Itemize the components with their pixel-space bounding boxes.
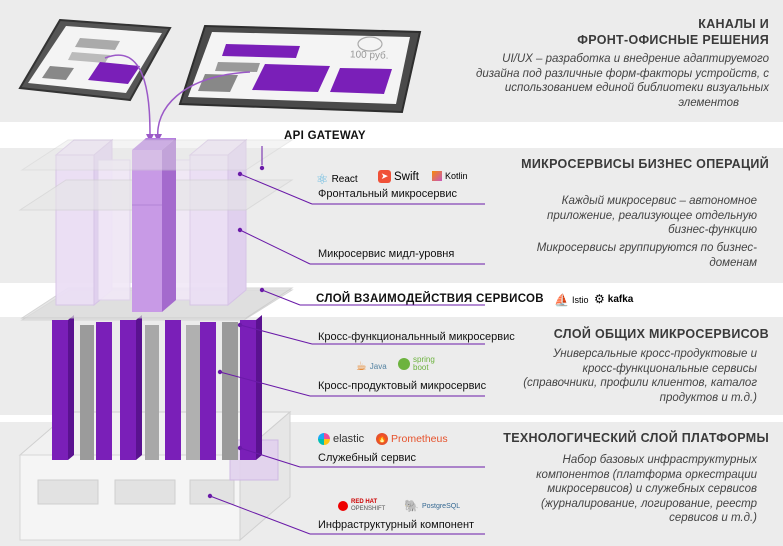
infra-component-label: Инфраструктурный компонент <box>318 519 475 531</box>
swift-icon: ➤ <box>378 170 391 183</box>
channels-description: UI/UX – разработка и внедрение адаптируе… <box>476 53 769 109</box>
spring-icon <box>398 358 410 370</box>
common-bars <box>52 315 262 460</box>
platform-title: ТЕХНОЛОГИЧЕСКИЙ СЛОЙ ПЛАТФОРМЫ <box>503 431 769 445</box>
react-logo: ⚛ React <box>316 171 358 187</box>
top-plane <box>20 139 294 171</box>
swift-logo: ➤ Swift <box>378 170 419 183</box>
react-icon: ⚛ <box>316 171 329 187</box>
prometheus-logo: 🔥 Prometheus <box>376 433 448 445</box>
tablet-arrow <box>157 71 251 139</box>
kotlin-logo: Kotlin <box>432 171 468 181</box>
leader-dots <box>207 165 265 499</box>
postgres-elephant-icon: 🐘 <box>404 499 419 513</box>
tablet-price: 100 руб. <box>349 49 389 62</box>
api-gateway-label: API GATEWAY <box>284 130 366 142</box>
cross-product-label: Кросс-продуктовый микросервис <box>318 380 487 392</box>
java-icon: ☕ <box>356 359 367 373</box>
business-title: МИКРОСЕРВИСЫ БИЗНЕС ОПЕРАЦИЙ <box>521 157 769 171</box>
kafka-icon: ⚙ <box>594 292 605 306</box>
java-logo: ☕ Java <box>356 359 387 373</box>
frontend-microservice-label: Фронтальный микросервис <box>318 188 458 200</box>
postgres-logo: 🐘 PostgreSQL <box>404 499 461 513</box>
leader-lines <box>209 146 485 535</box>
api-gateway-column <box>132 138 176 312</box>
service-label: Служебный сервис <box>318 452 417 464</box>
elastic-logo: elastic <box>318 433 364 445</box>
elastic-icon <box>318 433 330 445</box>
prometheus-icon: 🔥 <box>376 433 388 445</box>
platform-description: Набор базовых инфраструктурных компонент… <box>536 454 757 524</box>
middle-microservice-label: Микросервис мидл-уровня <box>318 248 455 260</box>
interaction-layer-title: СЛОЙ ВЗАИМОДЕЙСТВИЯ СЕРВИСОВ <box>316 293 544 305</box>
common-description: Универсальные кросс-продуктовые и кросс-… <box>523 348 757 404</box>
istio-logo: ⛵ Istio <box>554 293 589 307</box>
business-description-1: Каждый микросервис – автономное приложен… <box>547 195 757 236</box>
phone-device <box>18 18 172 102</box>
kafka-logo: ⚙ kafka <box>594 292 634 306</box>
phone-arrow <box>104 54 151 139</box>
channels-title: КАНАЛЫ И ФРОНТ-ОФИСНЫЕ РЕШЕНИЯ <box>577 17 769 47</box>
cross-functional-label: Кросс-функциональнный микросервис <box>318 331 515 343</box>
tablet-device <box>178 24 422 114</box>
business-description-2: Микросервисы группируются по бизнес- дом… <box>536 242 757 269</box>
openshift-icon <box>338 501 348 511</box>
kotlin-icon <box>432 171 442 181</box>
istio-icon: ⛵ <box>554 293 569 307</box>
common-title: СЛОЙ ОБЩИХ МИКРОСЕРВИСОВ <box>553 327 769 341</box>
openshift-logo: RED HAT OPENSHIFT <box>338 499 385 513</box>
spring-logo: spring boot <box>398 356 435 372</box>
